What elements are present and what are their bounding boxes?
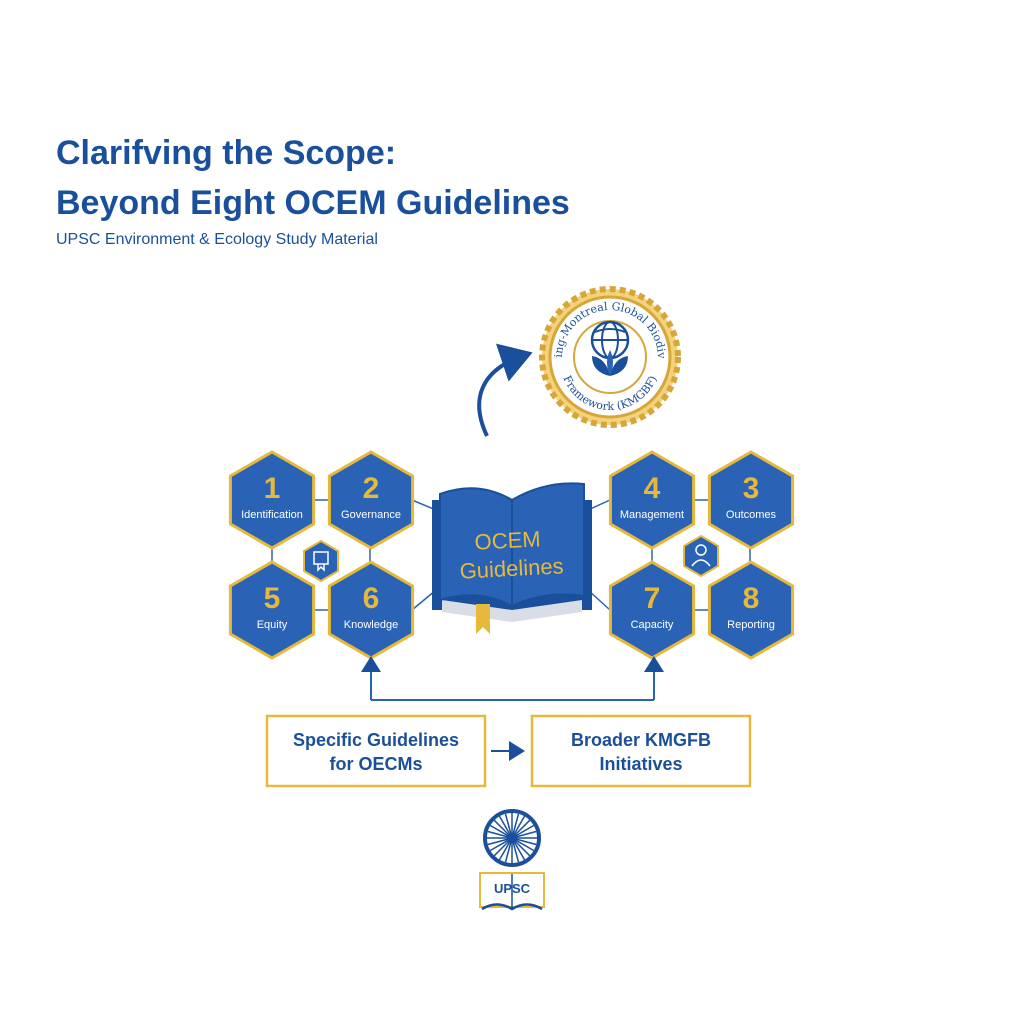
curved-arrow-icon [477, 343, 533, 437]
open-book-icon [479, 872, 545, 911]
title-line-2: Beyond Eight OCEM Guidelines [56, 184, 570, 222]
hexagon-shape [228, 450, 316, 550]
page-title: Clarifving the Scope: Beyond Eight OCEM … [56, 128, 570, 228]
broader-kmgfb-line-2: Initiatives [599, 754, 682, 774]
guideline-number: 7 [644, 582, 661, 615]
guideline-label: Outcomes [726, 509, 777, 521]
guideline-number: 6 [363, 582, 380, 615]
book-title-line-1: OCEM [474, 526, 541, 554]
broader-kmgfb-line-1: Broader KMGFB [571, 730, 711, 750]
guideline-label: Management [620, 509, 684, 521]
upsc-logo: UPSC [479, 809, 545, 911]
title-line-1: Clarifving the Scope: [56, 134, 397, 172]
guideline-number: 3 [743, 472, 760, 505]
ocem-guidelines-book: OCEM Guidelines [432, 482, 592, 634]
book-title-line-2: Guidelines [459, 553, 564, 583]
specific-guidelines-box: Specific Guidelines for OECMs [265, 714, 487, 788]
ashoka-chakra-icon [483, 809, 541, 867]
guideline-number: 5 [264, 582, 281, 615]
guideline-label: Capacity [631, 619, 674, 631]
hexagon-shape [707, 560, 795, 660]
certificate-icon [303, 539, 339, 583]
hexagon-shape [327, 450, 415, 550]
page-subtitle: UPSC Environment & Ecology Study Materia… [56, 231, 378, 248]
guideline-label: Knowledge [344, 619, 398, 631]
people-icon [683, 534, 719, 578]
specific-guidelines-line-2: for OECMs [329, 754, 422, 774]
guideline-label: Reporting [727, 619, 775, 631]
guideline-label: Identification [241, 509, 303, 521]
upsc-logo-text: UPSC [494, 881, 531, 896]
guideline-label: Governance [341, 509, 401, 521]
hexagon-shape [707, 450, 795, 550]
bracket-connector [361, 656, 664, 701]
guideline-number: 1 [264, 472, 281, 505]
guideline-number: 2 [363, 472, 380, 505]
guideline-number: 4 [644, 472, 661, 505]
broader-kmgfb-box: Broader KMGFB Initiatives [530, 714, 752, 788]
guideline-number: 8 [743, 582, 760, 615]
hexagon-shape [228, 560, 316, 660]
kmgbf-seal: Kunming-Montreal Global Biodiversity Fra… [0, 0, 681, 428]
hexagon-shape [608, 450, 696, 550]
globe-leaf-icon [590, 320, 630, 376]
guideline-label: Equity [257, 619, 288, 631]
specific-guidelines-line-1: Specific Guidelines [293, 730, 459, 750]
